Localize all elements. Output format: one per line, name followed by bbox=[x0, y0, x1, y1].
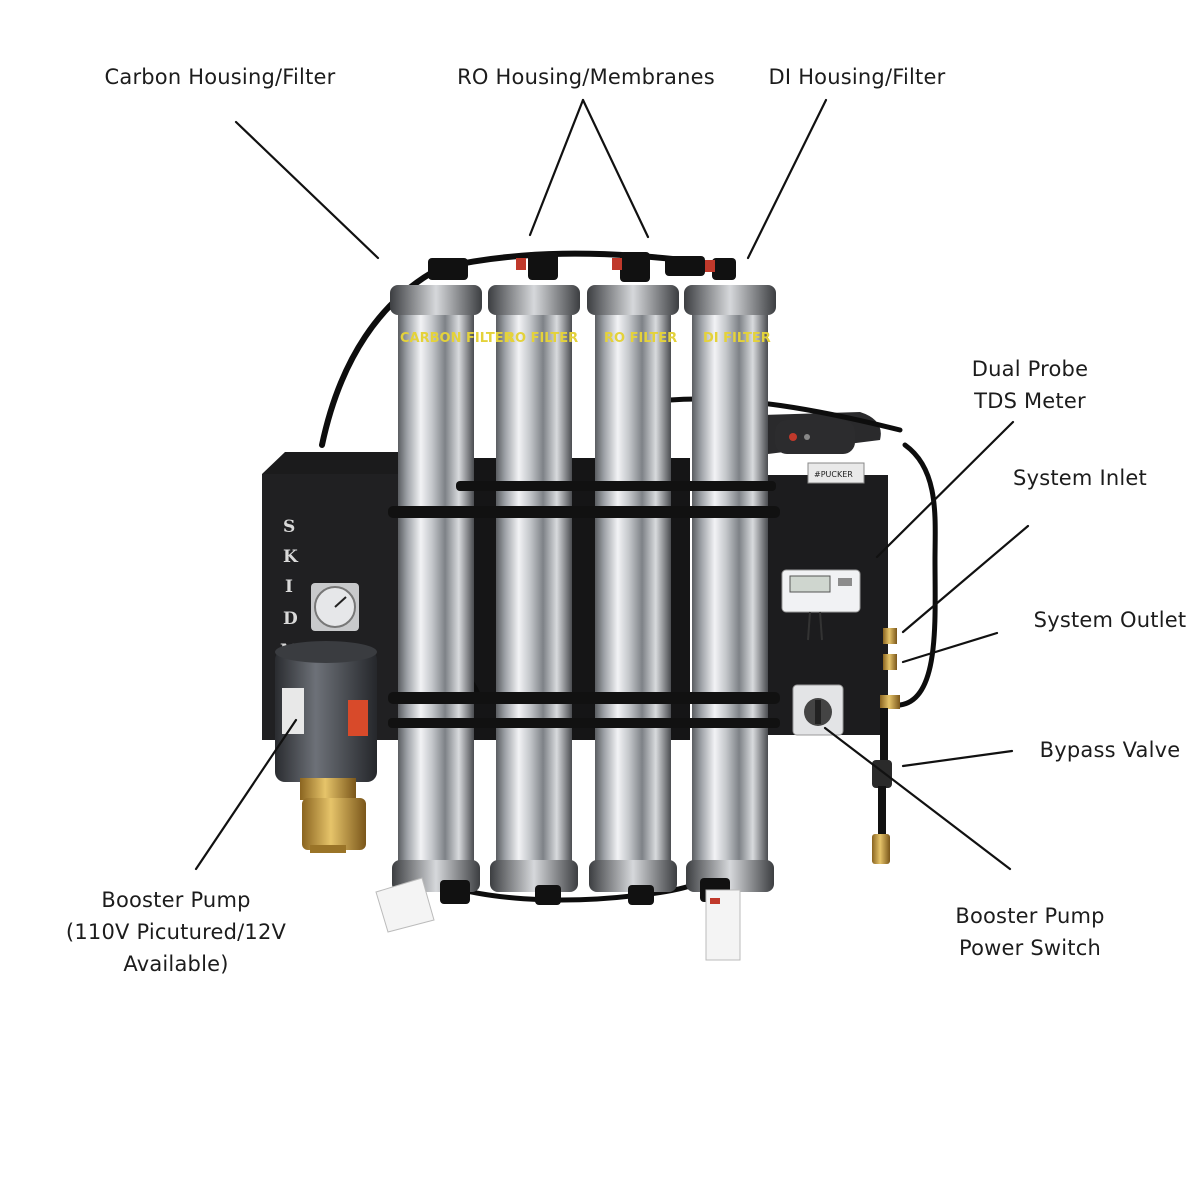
switch-leader bbox=[823, 726, 1012, 871]
housing-label: DI FILTER bbox=[703, 331, 771, 346]
panel-letter: D bbox=[283, 609, 298, 629]
housing-label: RO FILTER bbox=[505, 331, 578, 346]
callout-text: TDS Meter bbox=[974, 389, 1086, 413]
outlet-callout: System Outlet bbox=[1034, 604, 1187, 636]
callout-text: Carbon Housing/Filter bbox=[104, 65, 336, 89]
booster-pump bbox=[275, 641, 377, 853]
carbon-callout: Carbon Housing/Filter bbox=[105, 61, 336, 93]
panel-letter: K bbox=[283, 547, 299, 567]
badge-text: #PUCKER bbox=[814, 470, 853, 479]
callout-text: System Outlet bbox=[1033, 608, 1187, 632]
housing-labels: CARBON FILTER RO FILTER RO FILTER DI FIL… bbox=[400, 331, 771, 346]
callout-text: Booster Pump bbox=[955, 904, 1105, 928]
carbon-leader bbox=[234, 120, 380, 260]
callout-text: (110V Picutured/12V bbox=[65, 920, 287, 944]
housing-label: RO FILTER bbox=[604, 331, 677, 346]
callout-text: Available) bbox=[123, 952, 229, 976]
switch-callout: Booster Pump Power Switch bbox=[955, 900, 1104, 964]
ro-callout: RO Housing/Membranes bbox=[457, 61, 715, 93]
pump-callout: Booster Pump (110V Picutured/12V Availab… bbox=[66, 884, 286, 980]
badge-plate: #PUCKER bbox=[807, 462, 865, 484]
ro-housing-1 bbox=[488, 285, 580, 892]
pump-leader bbox=[194, 718, 298, 871]
carbon-housing bbox=[390, 285, 482, 892]
top-manifold bbox=[428, 252, 736, 282]
callout-text: DI Housing/Filter bbox=[768, 65, 946, 89]
tds-callout: Dual Probe TDS Meter bbox=[972, 353, 1088, 417]
panel-letter: I bbox=[285, 577, 293, 597]
callout-text: Bypass Valve bbox=[1039, 738, 1181, 762]
di-leader bbox=[746, 98, 828, 260]
panel-letter: S bbox=[283, 517, 295, 537]
housing-label: CARBON FILTER bbox=[400, 331, 514, 346]
ro-leader-left bbox=[528, 98, 585, 237]
pressure-gauge bbox=[311, 583, 359, 631]
brass-ports bbox=[880, 628, 900, 709]
housing-straps bbox=[388, 481, 780, 728]
ro-leader-right bbox=[581, 98, 650, 239]
callout-text: RO Housing/Membranes bbox=[457, 65, 715, 89]
di-housing bbox=[684, 285, 776, 892]
callout-text: Booster Pump bbox=[101, 888, 251, 912]
power-switch bbox=[792, 684, 844, 736]
di-callout: DI Housing/Filter bbox=[769, 61, 946, 93]
hang-tags bbox=[375, 877, 741, 961]
callout-leaders bbox=[194, 98, 1030, 871]
ro-housing-2 bbox=[587, 285, 679, 892]
inlet-leader bbox=[901, 524, 1030, 634]
gfci-plug bbox=[775, 420, 855, 454]
tds-leader bbox=[875, 420, 1015, 559]
bypass-leader bbox=[901, 749, 1014, 768]
tds-meter bbox=[781, 569, 861, 641]
callout-text: Power Switch bbox=[959, 936, 1101, 960]
bypass-callout: Bypass Valve bbox=[1040, 734, 1181, 766]
callout-text: Dual Probe bbox=[971, 357, 1089, 381]
outlet-leader bbox=[901, 631, 999, 664]
inlet-callout: System Inlet bbox=[1013, 462, 1147, 494]
callout-text: System Inlet bbox=[1013, 466, 1147, 490]
